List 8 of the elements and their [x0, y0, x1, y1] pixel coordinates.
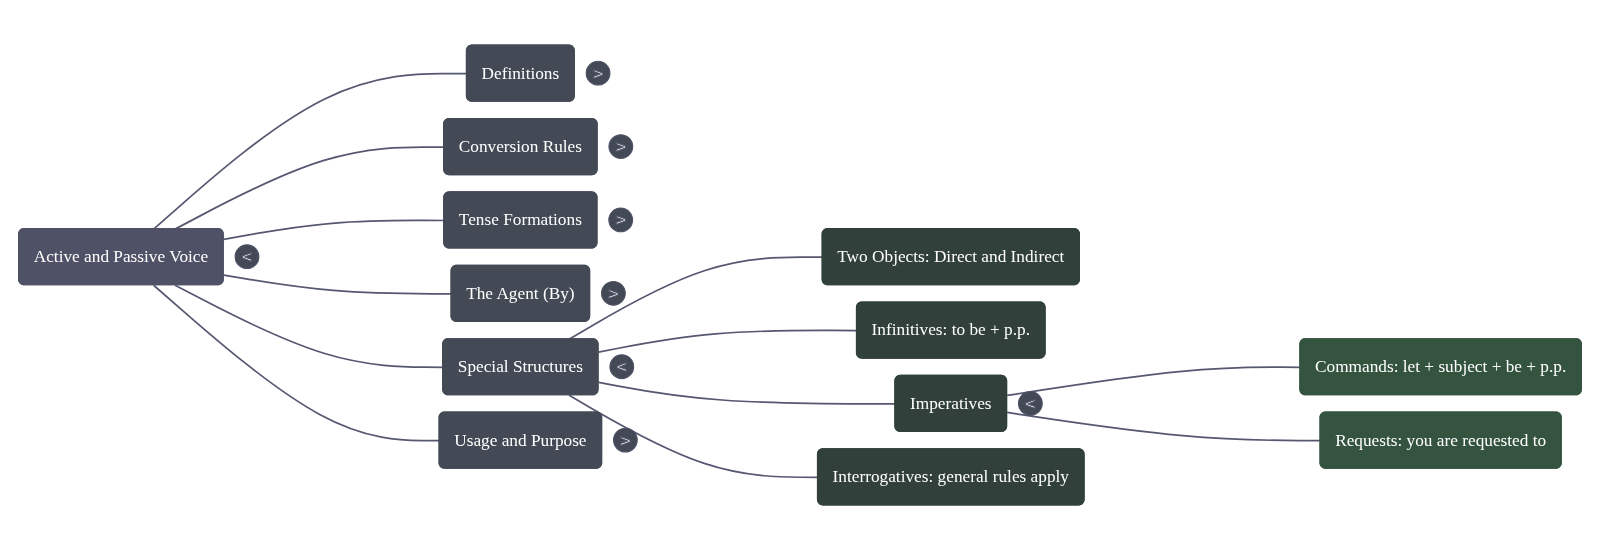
toggle-button: <: [609, 353, 635, 379]
toggle-button: <: [234, 243, 260, 269]
toggle-button: >: [608, 133, 634, 159]
toggle-button: >: [601, 280, 626, 306]
toggle-button: >: [613, 427, 638, 453]
toggle-button: <: [1017, 390, 1043, 416]
toggle-button: >: [608, 207, 634, 232]
toggle-button: >: [585, 60, 611, 86]
